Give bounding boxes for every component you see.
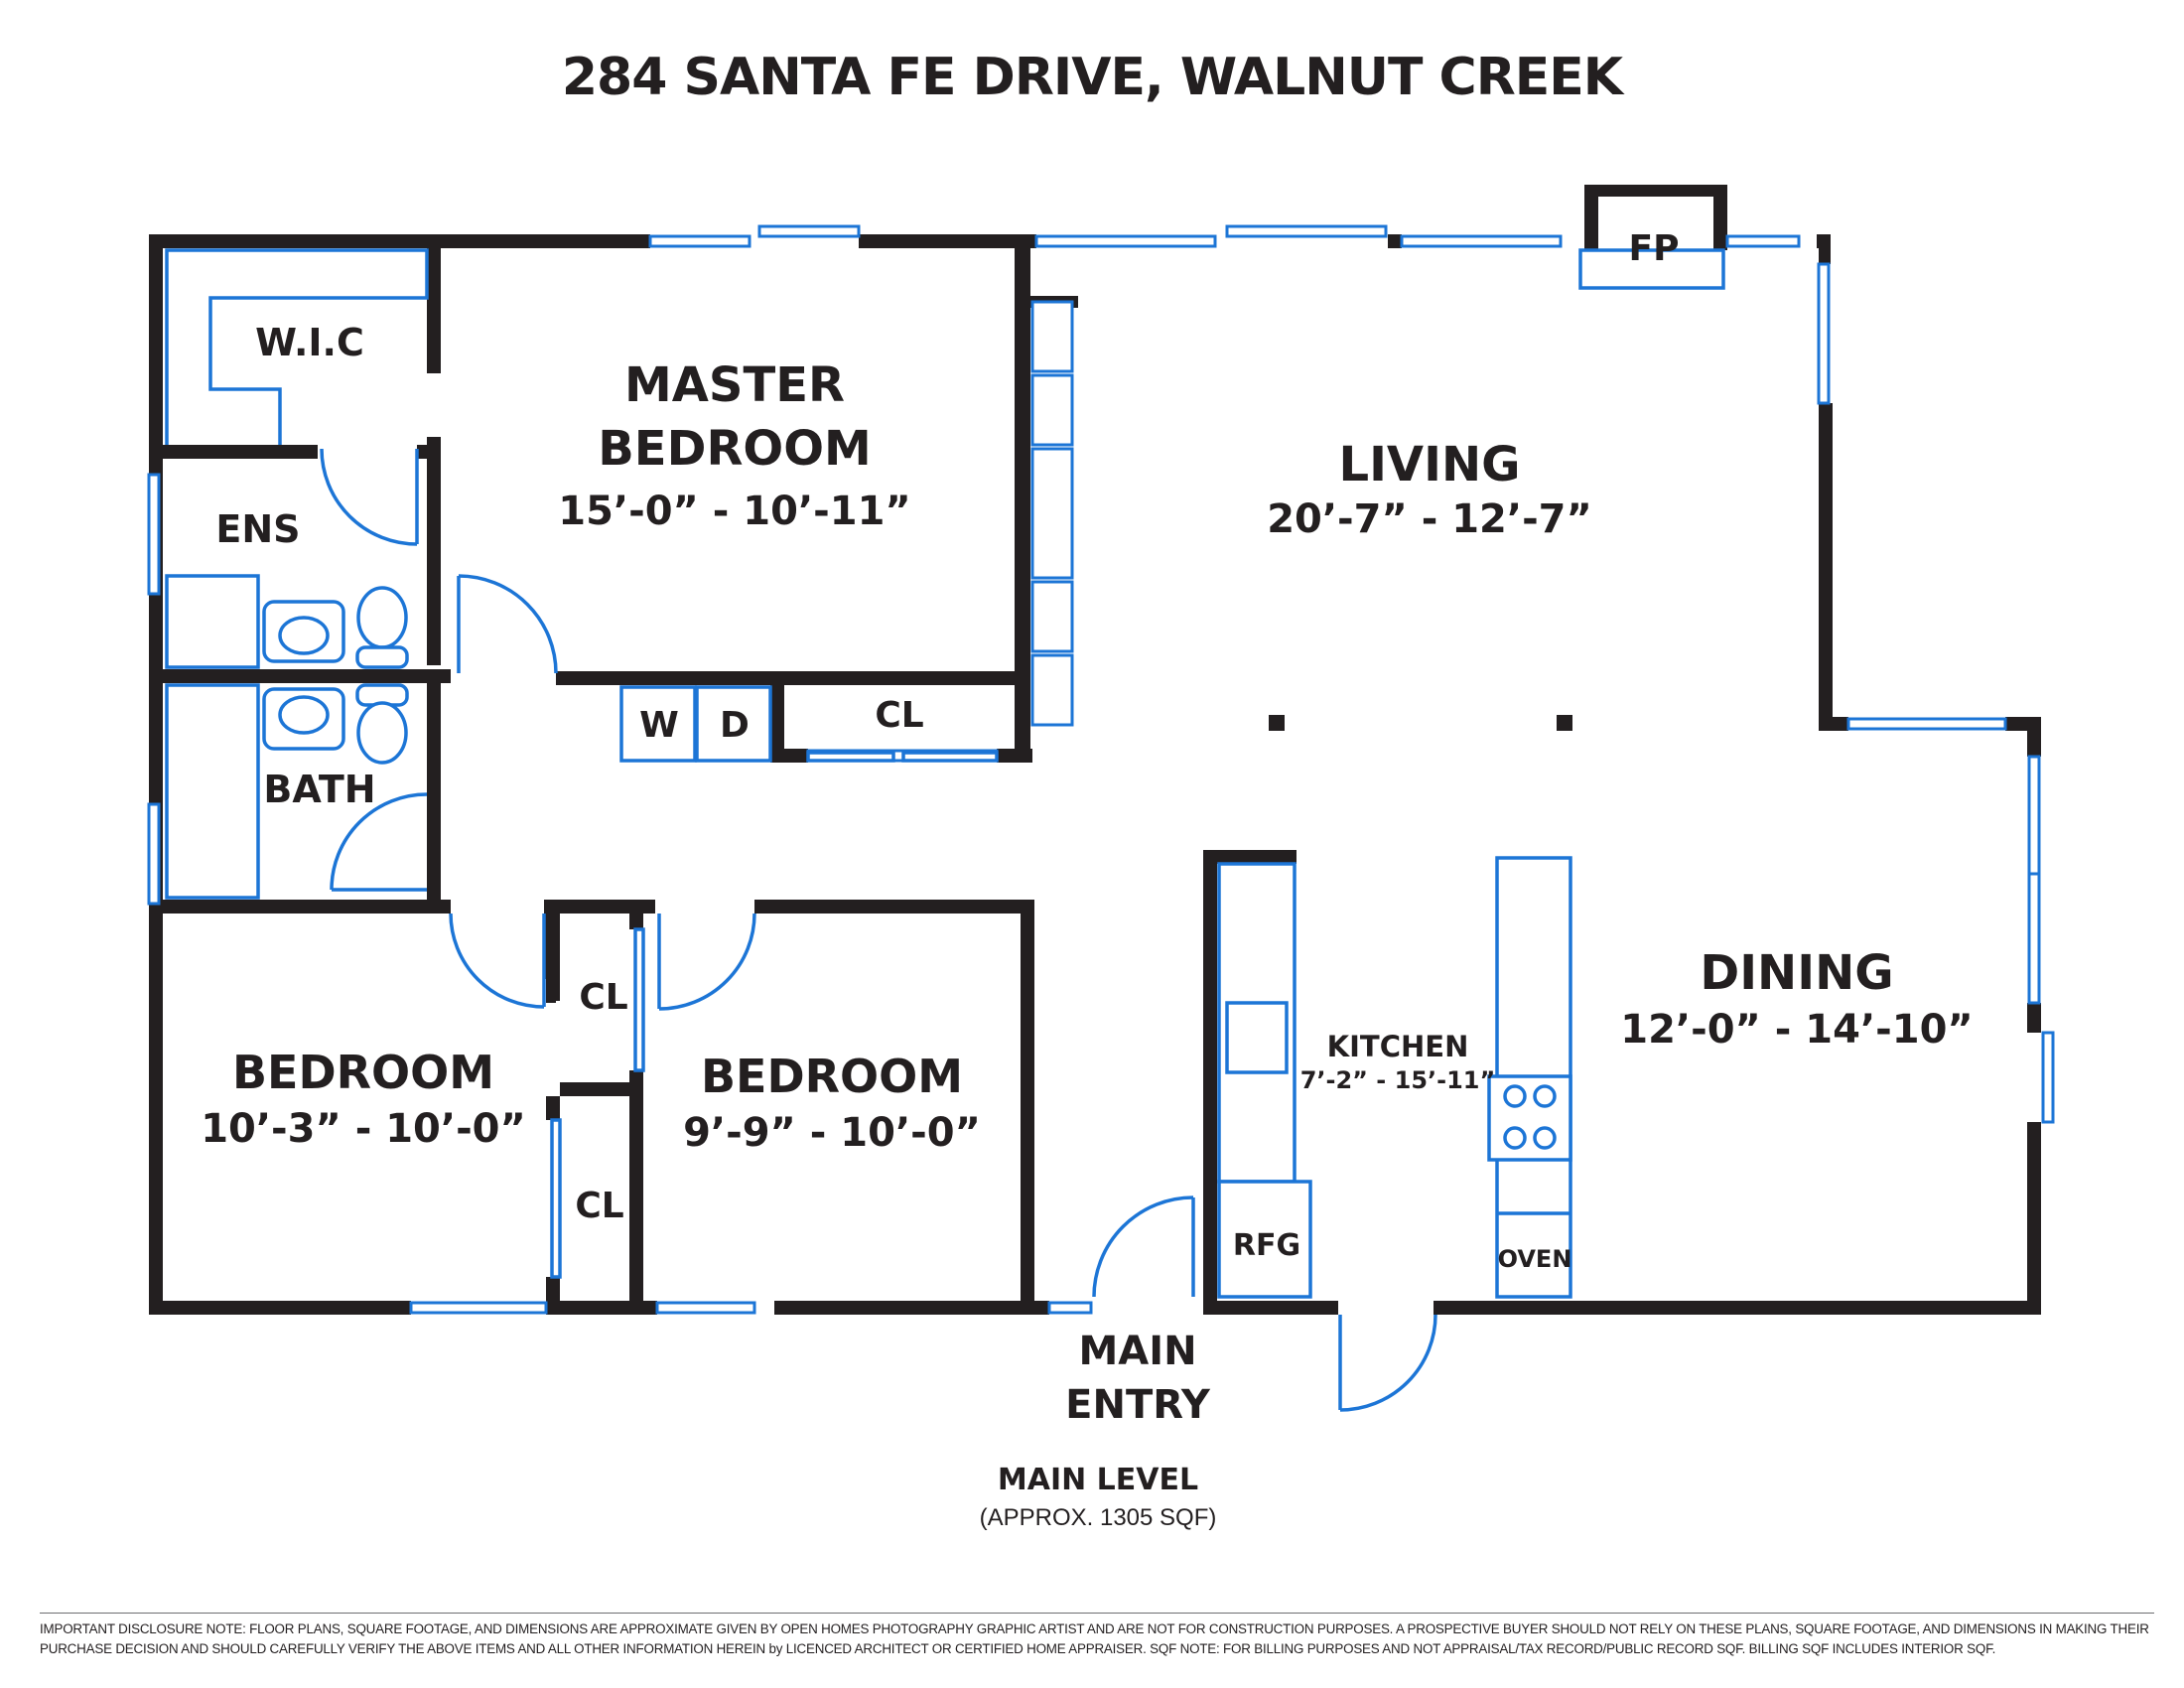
bedroom3-dims: 9’-9” - 10’-0” — [683, 1110, 981, 1156]
walls — [149, 185, 2041, 1315]
master-bedroom-label-1: MASTER — [624, 357, 845, 413]
bedroom3-label: BEDROOM — [701, 1050, 963, 1103]
closet-a-label: CL — [579, 977, 627, 1018]
disclaimer-text: IMPORTANT DISCLOSURE NOTE: FLOOR PLANS, … — [40, 1621, 2149, 1656]
bedroom2-label: BEDROOM — [232, 1046, 494, 1099]
oven-label: OVEN — [1498, 1245, 1572, 1273]
washer-label: W — [639, 705, 679, 746]
fireplace-label: FP — [1629, 228, 1680, 269]
wic-label: W.I.C — [255, 321, 364, 364]
refrigerator-label: RFG — [1233, 1228, 1300, 1263]
kitchen-dims: 7’-2” - 15’-11” — [1300, 1066, 1496, 1094]
doors — [320, 448, 1437, 1412]
plan-title: 284 SANTA FE DRIVE, WALNUT CREEK — [561, 48, 1623, 107]
master-bedroom-dims: 15’-0” - 10’-11” — [558, 489, 910, 534]
dining-label: DINING — [1700, 945, 1893, 1001]
fixtures — [165, 248, 1725, 1299]
level-name: MAIN LEVEL — [998, 1463, 1198, 1497]
dryer-label: D — [720, 705, 750, 746]
ensuite-label: ENS — [215, 507, 300, 551]
footer-rule — [40, 1613, 2154, 1614]
master-bedroom-label-2: BEDROOM — [598, 421, 872, 477]
kitchen-label: KITCHEN — [1327, 1030, 1469, 1063]
closet-b-label: CL — [575, 1186, 623, 1226]
dining-dims: 12’-0” - 14’-10” — [1620, 1007, 1973, 1053]
level-area: (APPROX. 1305 SQF) — [980, 1504, 1217, 1531]
bedroom2-dims: 10’-3” - 10’-0” — [201, 1106, 526, 1152]
bath-label: BATH — [263, 768, 375, 811]
room-labels: W.I.C MASTER BEDROOM 15’-0” - 10’-11” LI… — [201, 228, 1974, 1531]
main-entry-label-1: MAIN — [1078, 1329, 1196, 1374]
living-dims: 20’-7” - 12’-7” — [1267, 496, 1592, 542]
living-label: LIVING — [1338, 437, 1520, 492]
main-entry-label-2: ENTRY — [1065, 1382, 1211, 1428]
hall-closet-label: CL — [875, 695, 923, 736]
windows — [147, 224, 2055, 1315]
